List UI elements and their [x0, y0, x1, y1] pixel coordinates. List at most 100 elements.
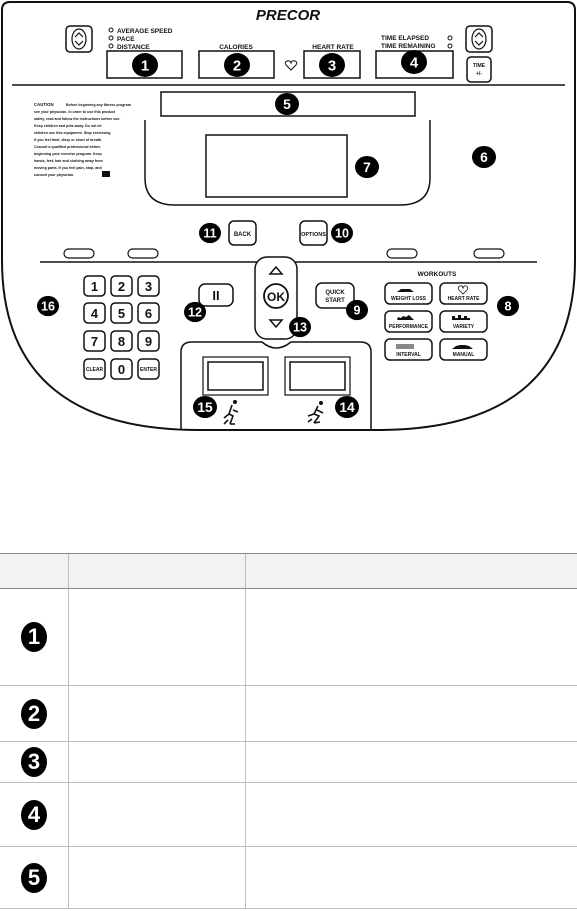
workout-heart-rate-label: HEART RATE: [448, 296, 481, 302]
back-button[interactable]: [228, 220, 257, 246]
calories-label: CALORIES: [219, 44, 253, 51]
keypad-key-6[interactable]: [137, 302, 160, 324]
legend-description-cell: [245, 782, 577, 847]
speed-arrow-keys[interactable]: [65, 25, 93, 53]
bottom-display-bezel: [180, 341, 372, 430]
warning-tag: CAUTION: [34, 102, 54, 107]
callout-badge-16: [37, 295, 59, 317]
pause-button[interactable]: [198, 283, 234, 307]
bottom-left-window: [207, 361, 264, 391]
heart-rate-label: HEART RATE: [312, 44, 354, 51]
message-bezel: [144, 120, 431, 206]
workout-manual-button[interactable]: [439, 338, 488, 361]
nav-down-arrow-icon[interactable]: [268, 319, 284, 329]
ok-button[interactable]: [263, 283, 289, 309]
ok-button-label: OK: [267, 290, 285, 304]
weight-loss-profile-icon: [397, 289, 414, 292]
legend-name-cell: [68, 685, 246, 742]
legend-number-cell: 1: [0, 588, 69, 686]
quick-start-label-2: START: [325, 298, 345, 304]
quick-start-label-1: QUICK: [325, 290, 345, 296]
warning-line-3: safely, read and follow the instructions…: [34, 117, 120, 121]
callout-number-13: 13: [293, 321, 307, 335]
callout-badge-2: [224, 53, 250, 77]
keypad-clear-button[interactable]: [83, 358, 106, 380]
workout-performance-button[interactable]: [384, 310, 433, 333]
workout-variety-button[interactable]: [439, 310, 488, 333]
keypad-key-2[interactable]: [110, 275, 133, 297]
callout-badge-11: [199, 222, 221, 244]
legend-badge: 2: [21, 698, 47, 729]
callout-number-2: 2: [233, 58, 241, 74]
keypad-key-5[interactable]: [110, 302, 133, 324]
legend-badge: 3: [21, 747, 47, 777]
legend-name-cell: [68, 741, 246, 783]
legend-header-cell-1: [0, 553, 69, 589]
warning-line-7: Consult a qualified professional before: [34, 145, 101, 149]
time-key-label: TIME: [473, 63, 486, 69]
callout-badge-4: [401, 50, 427, 74]
warning-line-10: moving parts. If you feel pain, stop, an…: [34, 166, 102, 170]
callout-badge-6: [472, 145, 496, 169]
legend-badge: 4: [21, 799, 47, 830]
workout-weight-loss-button[interactable]: [384, 282, 433, 305]
center-display: [205, 134, 348, 198]
keypad-key-7[interactable]: [83, 330, 106, 352]
keypad-key-0[interactable]: [110, 358, 133, 380]
options-button-label: OPTIONS: [301, 232, 326, 238]
callout-number-11: 11: [203, 227, 216, 241]
callout-number-6: 6: [480, 150, 488, 165]
callout-number-3: 3: [328, 58, 336, 74]
variety-profile-icon: [452, 315, 470, 320]
legend-number-cell: 2: [0, 685, 69, 742]
incline-arrow-keys[interactable]: [465, 25, 493, 53]
legend-table: 1 2 3 4 5: [0, 553, 577, 909]
manual-profile-icon: [452, 345, 473, 349]
warning-line-6: if you feel faint, dizzy or short of bre…: [34, 138, 102, 142]
keypad-key-3[interactable]: [137, 275, 160, 297]
light-strip-3: [386, 248, 418, 259]
nav-up-arrow-icon[interactable]: [268, 265, 284, 275]
keypad-key-7-label: 7: [91, 334, 98, 349]
legend-badge: 1: [21, 622, 47, 652]
callout-number-14: 14: [339, 400, 355, 415]
legend-name-cell: [68, 588, 246, 686]
workout-interval-label: INTERVAL: [396, 352, 421, 358]
keypad-key-8[interactable]: [110, 330, 133, 352]
interval-profile-icon: [396, 344, 414, 349]
quick-start-button[interactable]: [315, 282, 355, 309]
keypad-key-3-label: 3: [145, 279, 152, 294]
bottom-right-window: [289, 361, 346, 391]
keypad-key-9[interactable]: [137, 330, 160, 352]
callout-badge-8: [497, 295, 519, 317]
callout-number-16: 16: [41, 300, 55, 314]
time-key[interactable]: [466, 56, 492, 83]
light-strip-2: [127, 248, 159, 259]
keypad-key-1[interactable]: [83, 275, 106, 297]
legend-row: 5: [0, 846, 577, 909]
indicator-time-elapsed: TIME ELAPSED: [381, 35, 429, 42]
keypad-enter-label: ENTER: [140, 367, 157, 373]
legend-header-row: [0, 553, 577, 589]
callout-number-7: 7: [363, 160, 371, 175]
console-diagram: PRECOR AVERAGE SPEED PACE DISTANCE TIME …: [1, 1, 576, 431]
incline-arrow-icon: [471, 28, 487, 50]
keypad-enter-button[interactable]: [137, 358, 160, 380]
keypad-key-4[interactable]: [83, 302, 106, 324]
callout-number-1: 1: [141, 58, 149, 74]
keypad-key-1-label: 1: [91, 279, 98, 294]
time-key-sign: +/-: [476, 71, 482, 77]
warning-line-4: Keep children and pets away. Do not let: [34, 124, 102, 128]
legend-badge: 5: [21, 862, 47, 893]
pause-button-label: II: [212, 288, 219, 303]
legend-description-cell: [245, 588, 577, 686]
warning-line-1: Before beginning any fitness program: [66, 103, 131, 107]
options-button[interactable]: [299, 220, 328, 246]
legend-number-cell: 4: [0, 782, 69, 847]
legend-row: 3: [0, 741, 577, 783]
back-button-label: BACK: [234, 232, 252, 238]
legend-name-cell: [68, 782, 246, 847]
legend-header-cell-3: [245, 553, 577, 589]
legend-row: 4: [0, 782, 577, 847]
